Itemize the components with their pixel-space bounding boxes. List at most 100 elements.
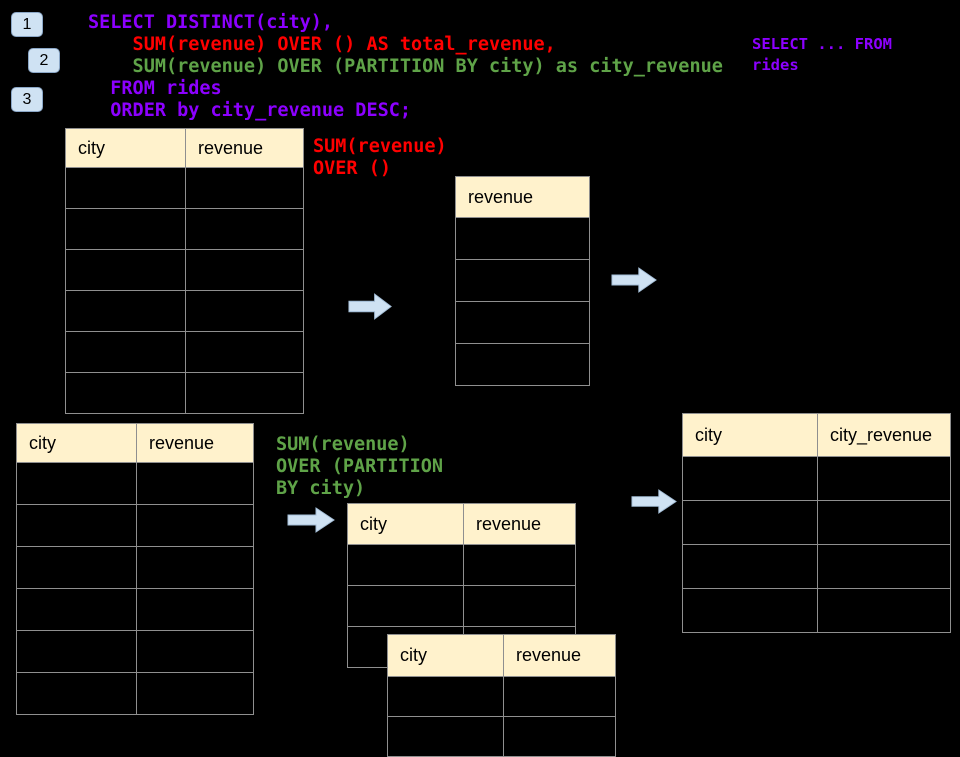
table-cell-empty [455, 259, 590, 302]
table-row [455, 259, 590, 302]
table-cell-empty [347, 585, 464, 627]
table-cell-empty [455, 343, 590, 386]
table-cell-empty [65, 208, 186, 250]
table-cell-empty [16, 504, 137, 547]
code-line: rides [752, 56, 799, 74]
flow-arrow-partition-to-result [631, 489, 677, 514]
table-row [682, 588, 951, 633]
table-cell-empty [347, 544, 464, 586]
table-row [16, 504, 254, 547]
table-cell-empty [65, 290, 186, 332]
table-header-row: revenue [455, 176, 590, 218]
code-line: SELECT ... FROM [752, 35, 892, 53]
table-cell-empty [463, 585, 576, 627]
step-badge-1: 1 [11, 12, 43, 37]
code-line: SUM(revenue) OVER () AS total_revenue, [88, 34, 556, 55]
table-cell-empty [185, 372, 304, 414]
flow-arrow-to-total [348, 293, 392, 320]
table-row [16, 672, 254, 715]
table-cell-empty [65, 167, 186, 209]
table-row [65, 208, 304, 250]
table-cell-empty [682, 456, 818, 501]
sql-query-code: SELECT DISTINCT(city), SUM(revenue) OVER… [88, 12, 723, 122]
table-cell-empty [817, 588, 951, 633]
table-row [347, 544, 576, 586]
table-cell-empty [65, 331, 186, 373]
table-row [682, 500, 951, 545]
table-total-revenue-result: revenue [455, 176, 590, 386]
sql-side-note: SELECT ... FROM rides [752, 34, 892, 76]
table-cell-empty [185, 208, 304, 250]
code-line: SELECT DISTINCT(city), [88, 12, 334, 33]
column-header: city [347, 503, 464, 545]
table-cell-empty [16, 546, 137, 589]
table-row [16, 630, 254, 673]
table-cell-empty [682, 500, 818, 545]
column-header: revenue [455, 176, 590, 218]
table-row [16, 462, 254, 505]
step-badge-3: 3 [11, 87, 43, 112]
table-cell-empty [136, 546, 254, 589]
table-cell-empty [817, 544, 951, 589]
table-cell-empty [455, 301, 590, 344]
table-cell-empty [463, 544, 576, 586]
column-header: city [16, 423, 137, 463]
table-cell-empty [387, 716, 504, 757]
column-header: revenue [503, 634, 616, 677]
table-row [387, 676, 616, 717]
table-row [455, 343, 590, 386]
code-line: OVER () [313, 158, 391, 179]
column-header: city [682, 413, 818, 457]
table-cell-empty [136, 462, 254, 505]
column-header: city [387, 634, 504, 677]
column-header: city [65, 128, 186, 168]
column-header: city_revenue [817, 413, 951, 457]
table-cell-empty [16, 462, 137, 505]
table-cell-empty [387, 676, 504, 717]
table-cell-empty [503, 716, 616, 757]
code-line: BY city) [276, 478, 366, 499]
table-cell-empty [136, 504, 254, 547]
table-row [682, 456, 951, 501]
table-row [387, 716, 616, 757]
step-badge-2: 2 [28, 48, 60, 73]
table-cell-empty [817, 456, 951, 501]
code-line: SUM(revenue) [313, 136, 447, 157]
table-row [65, 331, 304, 373]
column-header: revenue [185, 128, 304, 168]
table-cell-empty [65, 372, 186, 414]
table-cell-empty [16, 588, 137, 631]
table-row [65, 167, 304, 209]
slide-canvas: { "colors": { "purple": "#8C00FF", "red"… [11, 12, 951, 757]
table-cell-empty [455, 217, 590, 260]
column-header: revenue [463, 503, 576, 545]
flow-arrow-to-partition [287, 507, 335, 533]
column-header: revenue [136, 423, 254, 463]
table-cell-empty [817, 500, 951, 545]
table-cell-empty [185, 290, 304, 332]
code-line: ORDER by city_revenue DESC; [88, 100, 412, 121]
table-row [347, 585, 576, 627]
code-line: OVER (PARTITION [276, 456, 444, 477]
table-row [455, 301, 590, 344]
table-row [455, 217, 590, 260]
table-row [65, 249, 304, 291]
table-cell-empty [503, 676, 616, 717]
table-cell-empty [136, 630, 254, 673]
table-cell-empty [136, 588, 254, 631]
table-cell-empty [185, 167, 304, 209]
total-revenue-annotation: SUM(revenue)OVER () [313, 136, 447, 180]
code-line: SUM(revenue) [276, 434, 410, 455]
code-line: SUM(revenue) OVER (PARTITION BY city) as… [88, 56, 723, 77]
table-cell-empty [16, 630, 137, 673]
